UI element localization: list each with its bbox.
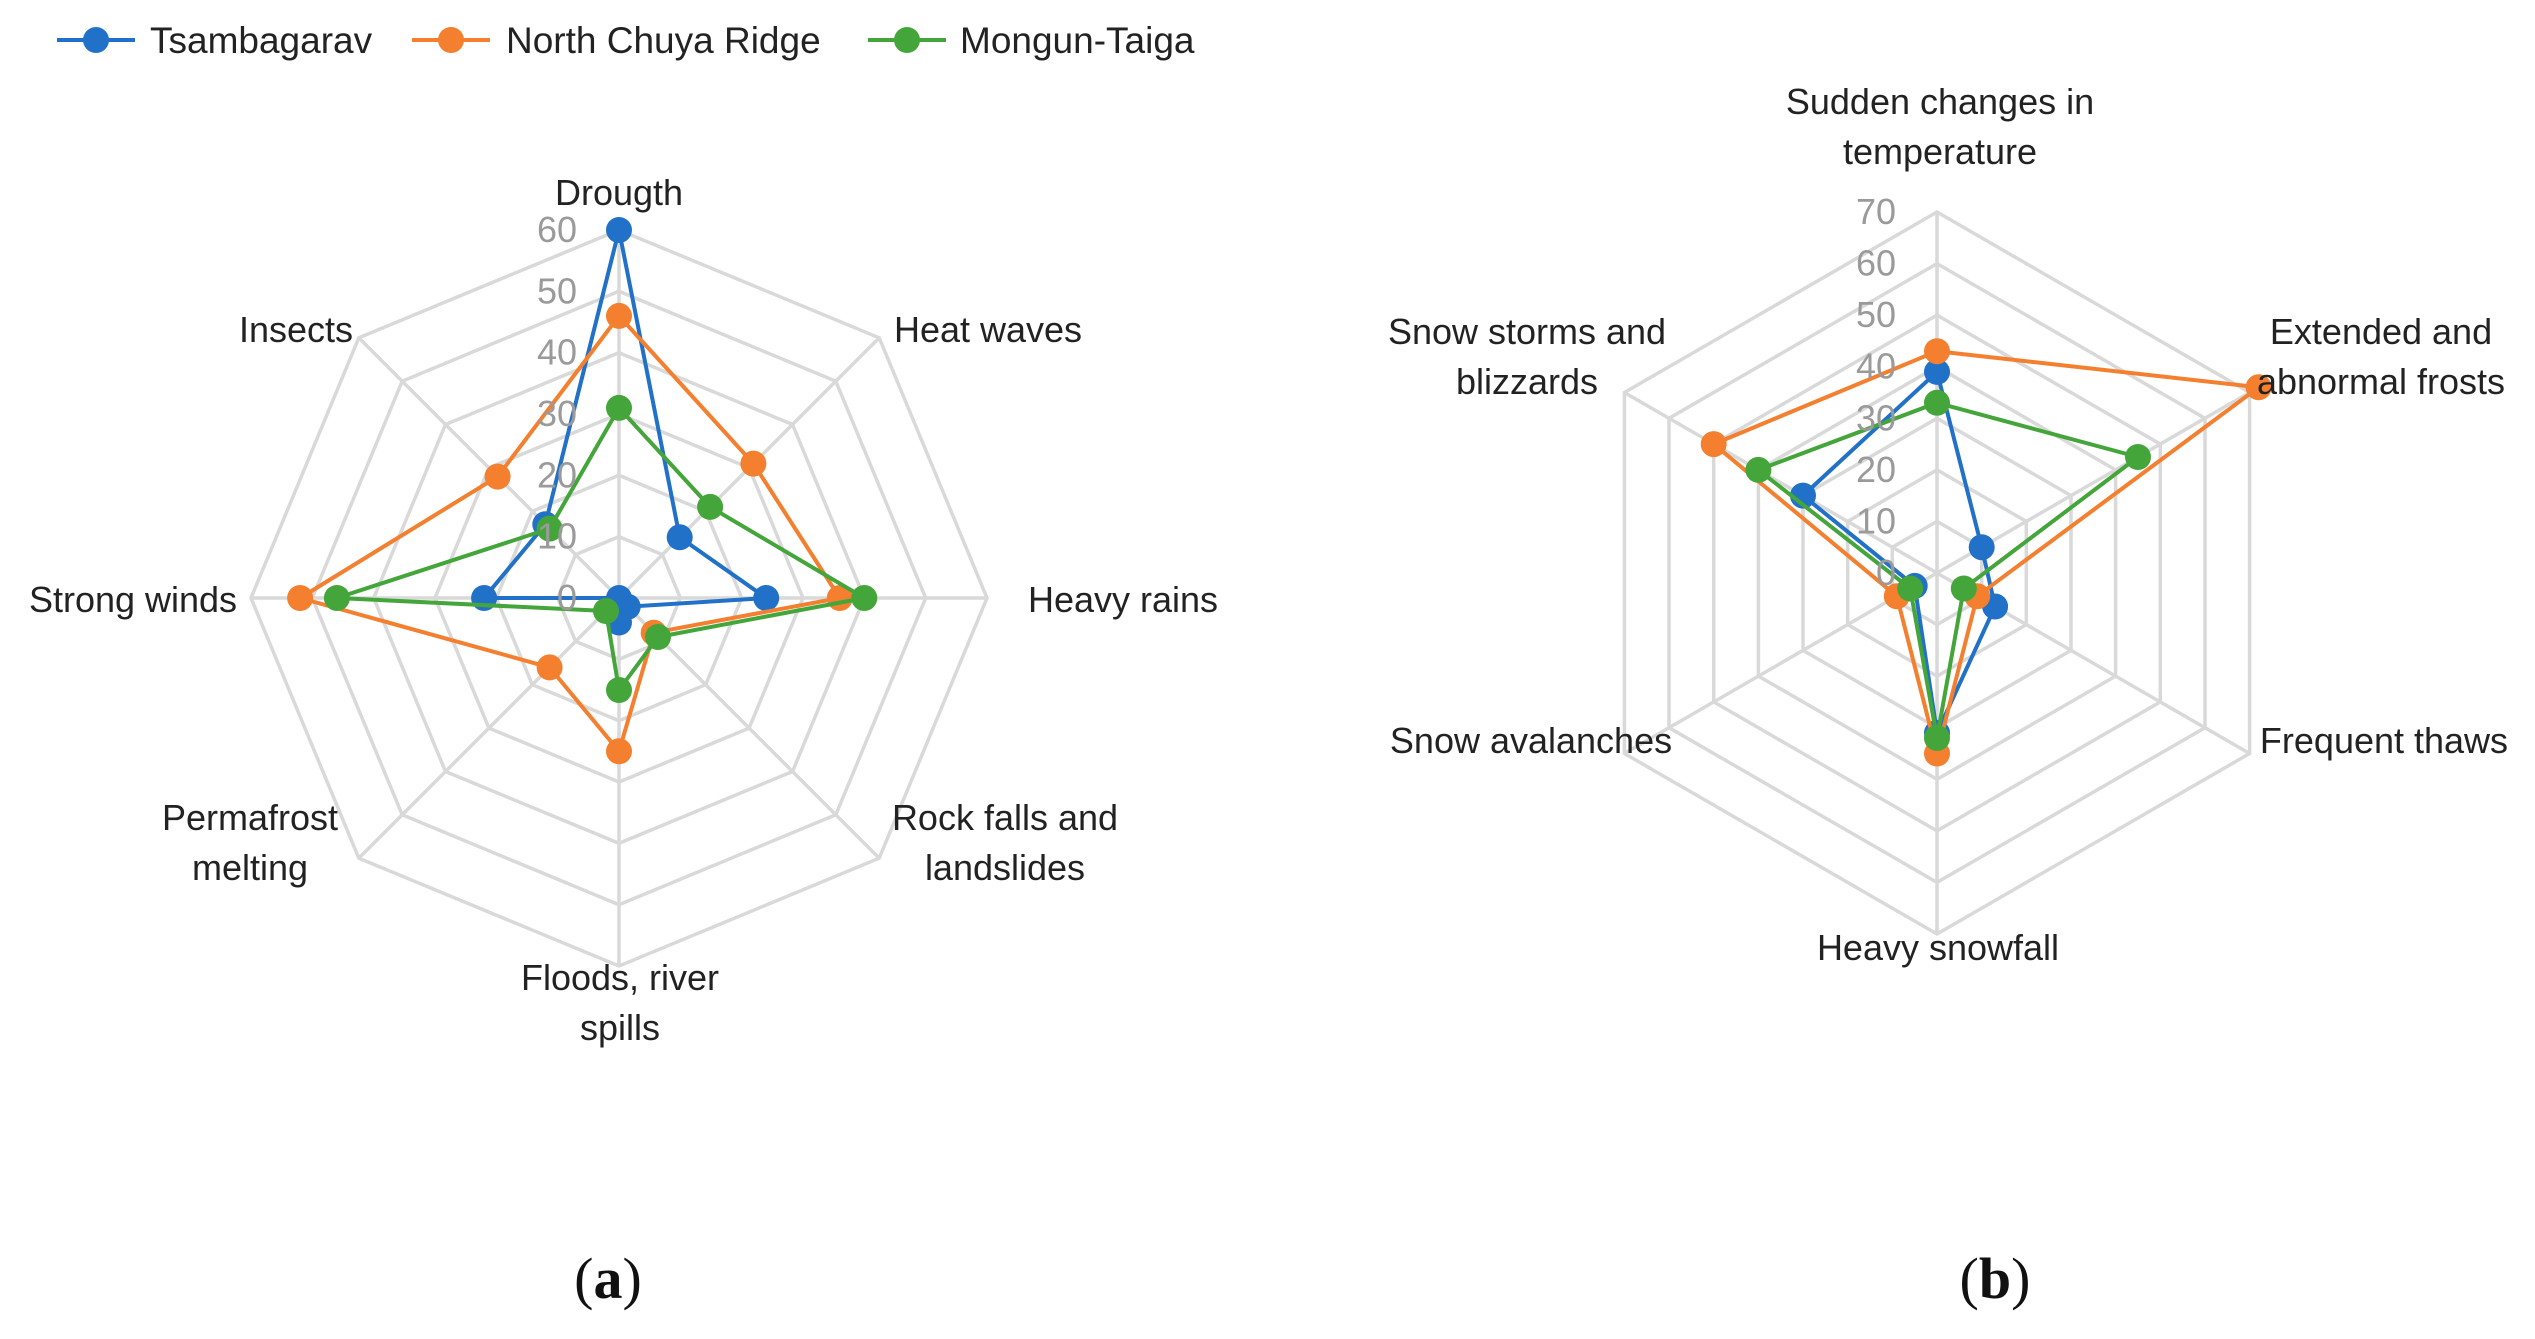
data-point-north-chuya-ridge-floods-river-spills — [606, 738, 632, 765]
data-point-mongun-taiga-drougth — [606, 394, 632, 421]
series-north-chuya-ridge — [287, 302, 853, 765]
data-point-mongun-taiga-permafrost-melting — [593, 598, 619, 624]
data-point-mongun-taiga-floods-river-spills — [606, 677, 632, 703]
radar-grid — [1622, 209, 2252, 937]
tick-label: 10 — [537, 516, 577, 557]
tick-label: 60 — [537, 209, 577, 250]
grid-spoke — [357, 596, 621, 860]
data-point-mongun-taiga-heavy-snowfall — [1924, 725, 1950, 751]
legend-item-tsambagarav: Tsambagarav — [57, 20, 373, 61]
data-point-mongun-taiga-heat-waves — [697, 493, 724, 520]
series-line-mongun-taiga — [1756, 400, 2140, 740]
data-point-mongun-taiga-sudden-changes-in-temperature — [1924, 389, 1950, 416]
axis-label-frequent-thaws: Frequent thaws — [2260, 720, 2508, 761]
legend-marker-tsambagarav — [83, 27, 109, 53]
legend-label-north-chuya-ridge: North Chuya Ridge — [506, 20, 821, 61]
data-point-north-chuya-ridge-drougth — [606, 302, 632, 329]
radar-grid — [249, 228, 989, 968]
panel-label-a: (a) — [574, 1246, 642, 1311]
tick-label: 60 — [1856, 243, 1896, 284]
data-point-north-chuya-ridge-strong-winds — [287, 585, 314, 611]
panel-label-b-close: ) — [2011, 1246, 2030, 1311]
axis-label-heat-waves: Heat waves — [894, 309, 1082, 350]
data-point-north-chuya-ridge-extended-and-abnormal-frosts — [2245, 374, 2272, 401]
axis-label-snow-avalanches: Snow avalanches — [1390, 720, 1672, 761]
panel-label-b-open: ( — [1960, 1246, 1979, 1311]
data-point-mongun-taiga-strong-winds — [323, 585, 350, 611]
legend-item-north-chuya-ridge: North Chuya Ridge — [412, 20, 821, 61]
series-line-tsambagarav — [482, 228, 769, 625]
panel-label-a-open: ( — [574, 1246, 593, 1311]
data-point-mongun-taiga-snow-storms-and-blizzards — [1745, 456, 1772, 483]
grid-spoke — [1623, 390, 1938, 575]
grid-spoke — [1623, 571, 1938, 756]
tick-label: 30 — [537, 393, 577, 434]
data-point-north-chuya-ridge-heat-waves — [740, 450, 767, 477]
tick-label: 40 — [537, 332, 577, 373]
tick-label: 70 — [1856, 191, 1896, 232]
axis-label-heavy-snowfall: Heavy snowfall — [1817, 927, 2059, 968]
panel-label-b-letter: b — [1979, 1246, 2011, 1311]
series-mongun-taiga — [1745, 389, 2151, 751]
legend-marker-mongun-taiga — [894, 27, 920, 53]
data-point-mongun-taiga-snow-avalanches — [1897, 575, 1924, 602]
series-line-mongun-taiga — [334, 405, 867, 692]
tick-labels: 0 10 20 30 40 50 60 70 — [1856, 191, 1896, 593]
data-point-mongun-taiga-insects — [536, 515, 563, 542]
axis-label-heavy-rains: Heavy rains — [1028, 579, 1218, 620]
data-point-north-chuya-ridge-snow-storms-and-blizzards — [1700, 431, 1727, 458]
data-point-north-chuya-ridge-permafrost-melting — [536, 654, 563, 681]
data-point-north-chuya-ridge-sudden-changes-in-temperature — [1924, 338, 1950, 365]
tick-label: 10 — [1856, 500, 1896, 541]
data-point-mongun-taiga-heavy-rains — [851, 585, 878, 611]
panel-label-a-letter: a — [594, 1246, 623, 1311]
data-point-north-chuya-ridge-insects — [484, 463, 511, 490]
tick-label: 50 — [1856, 294, 1896, 335]
series-tsambagarav — [471, 217, 780, 636]
data-point-mongun-taiga-frequent-thaws — [1950, 575, 1977, 602]
data-point-tsambagarav-extended-and-abnormal-frosts — [1968, 534, 1995, 561]
axis-label-drougth: Drougth — [555, 172, 683, 213]
data-point-tsambagarav-sudden-changes-in-temperature — [1924, 358, 1950, 385]
axis-label-insects: Insects — [239, 309, 353, 350]
tick-label: 0 — [1876, 552, 1896, 593]
tick-label: 30 — [1856, 397, 1896, 438]
axis-label-strong-winds: Strong winds — [29, 579, 237, 620]
legend: Tsambagarav North Chuya Ridge Mongun-Tai… — [57, 20, 1195, 61]
data-point-tsambagarav-drougth — [606, 217, 632, 243]
data-point-tsambagarav-heat-waves — [666, 524, 693, 551]
series-mongun-taiga — [323, 394, 878, 703]
legend-label-tsambagarav: Tsambagarav — [150, 20, 373, 61]
data-point-mongun-taiga-extended-and-abnormal-frosts — [2125, 444, 2151, 470]
legend-item-mongun-taiga: Mongun-Taiga — [868, 20, 1195, 61]
tick-labels: 0 10 20 30 40 50 60 — [537, 209, 577, 618]
tick-label: 0 — [557, 577, 577, 618]
tick-label: 50 — [537, 270, 577, 311]
legend-label-mongun-taiga: Mongun-Taiga — [960, 20, 1195, 61]
data-point-tsambagarav-heavy-rains — [753, 585, 780, 611]
tick-label: 40 — [1856, 346, 1896, 387]
tick-label: 20 — [537, 454, 577, 495]
panel-label-a-close: ) — [623, 1246, 642, 1311]
tick-label: 20 — [1856, 449, 1896, 490]
legend-marker-north-chuya-ridge — [438, 27, 464, 53]
panel-label-b: (b) — [1960, 1246, 2031, 1311]
data-point-mongun-taiga-rock-falls-and-landslides — [645, 624, 671, 650]
